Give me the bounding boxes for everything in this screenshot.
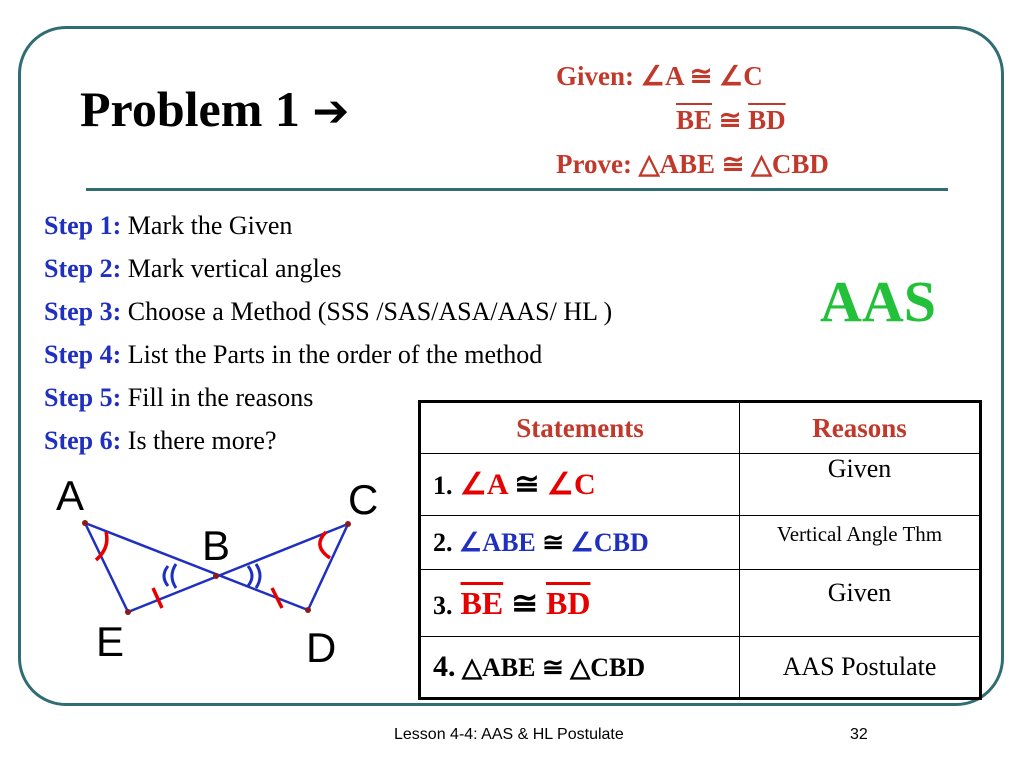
side-ad <box>84 521 309 612</box>
vertex-b <box>213 573 219 579</box>
statement-cell: 1. ∠A ≅ ∠C <box>419 453 740 516</box>
vertical-angle-arc-left-2 <box>170 563 178 589</box>
reason-cell: Given <box>739 569 981 638</box>
statement-cell: 4. △ABE ≅ △CBD <box>419 636 740 699</box>
given-line: Given: ∠A ≅ ∠C <box>556 54 763 98</box>
table-row: 1. ∠A ≅ ∠C Given <box>419 453 981 516</box>
vertical-angle-arc-right-2 <box>254 563 262 589</box>
label-d: D <box>306 624 336 671</box>
steps-list: Step 1: Mark the Given Step 2: Mark vert… <box>44 204 612 462</box>
side-ec <box>127 522 349 614</box>
label-a: A <box>56 472 84 519</box>
reason-cell: Given <box>739 453 981 516</box>
table-row: 4. △ABE ≅ △CBD AAS Postulate <box>419 636 981 699</box>
step-item: Step 2: Mark vertical angles <box>44 254 342 283</box>
angle-mark-c <box>318 530 332 560</box>
vertical-angle-arc-left <box>162 565 170 587</box>
title-divider <box>86 188 948 191</box>
given-label: Given: <box>556 61 634 91</box>
prove-statement: △ABE ≅ △CBD <box>638 149 829 179</box>
tick-mark-be <box>151 587 164 609</box>
proof-table: Statements Reasons 1. ∠A ≅ ∠C Given 2. ∠… <box>418 400 982 700</box>
vertex-a <box>82 520 88 526</box>
table-row: 3. BE ≅ BD Given <box>419 569 981 638</box>
table-header-row: Statements Reasons <box>419 401 981 454</box>
header-statements: Statements <box>419 401 740 454</box>
method-answer: AAS <box>820 269 937 334</box>
side-ae <box>83 522 130 613</box>
table-row: 2. ∠ABE ≅ ∠CBD Vertical Angle Thm <box>419 514 981 571</box>
vertical-angle-arc-right <box>246 565 254 587</box>
slide-title: Problem 1 ➔ <box>80 80 349 138</box>
reason-cell: Vertical Angle Thm <box>739 514 981 571</box>
step-item: Step 6: Is there more? <box>44 426 277 455</box>
slide-frame <box>18 26 1004 706</box>
title-text: Problem 1 <box>80 81 300 137</box>
label-c: C <box>348 476 378 523</box>
vertex-d <box>305 607 311 613</box>
header-reasons: Reasons <box>739 401 981 454</box>
bowtie-figure: A C B E D <box>56 472 378 671</box>
step-item: Step 1: Mark the Given <box>44 211 293 240</box>
statement-cell: 2. ∠ABE ≅ ∠CBD <box>419 514 740 571</box>
label-b: B <box>202 522 230 569</box>
side-cd <box>306 523 350 611</box>
reason-cell: AAS Postulate <box>739 636 981 699</box>
segment-bd: BD <box>748 105 786 135</box>
tick-mark-bd <box>270 587 284 609</box>
vertex-e <box>125 609 131 615</box>
congruent-symbol: ≅ <box>718 105 742 135</box>
statement-cell: 3. BE ≅ BD <box>419 569 740 638</box>
footer-page-number: 32 <box>850 726 868 743</box>
step-item: Step 5: Fill in the reasons <box>44 383 314 412</box>
label-e: E <box>96 618 124 665</box>
prove-line: Prove: △ABE ≅ △CBD <box>556 142 829 186</box>
angle-mark-a <box>94 531 109 562</box>
given-angles: ∠A ≅ ∠C <box>640 61 763 91</box>
vertex-c <box>345 521 351 527</box>
segment-be: BE <box>676 105 713 135</box>
step-item: Step 4: List the Parts in the order of t… <box>44 340 543 369</box>
footer-lesson: Lesson 4-4: AAS & HL Postulate <box>394 726 624 743</box>
prove-label: Prove: <box>556 149 632 179</box>
arrow-right-icon: ➔ <box>312 86 350 137</box>
given-segments-line: BE ≅ BD <box>676 98 786 142</box>
step-item: Step 3: Choose a Method (SSS /SAS/ASA/AA… <box>44 297 613 326</box>
